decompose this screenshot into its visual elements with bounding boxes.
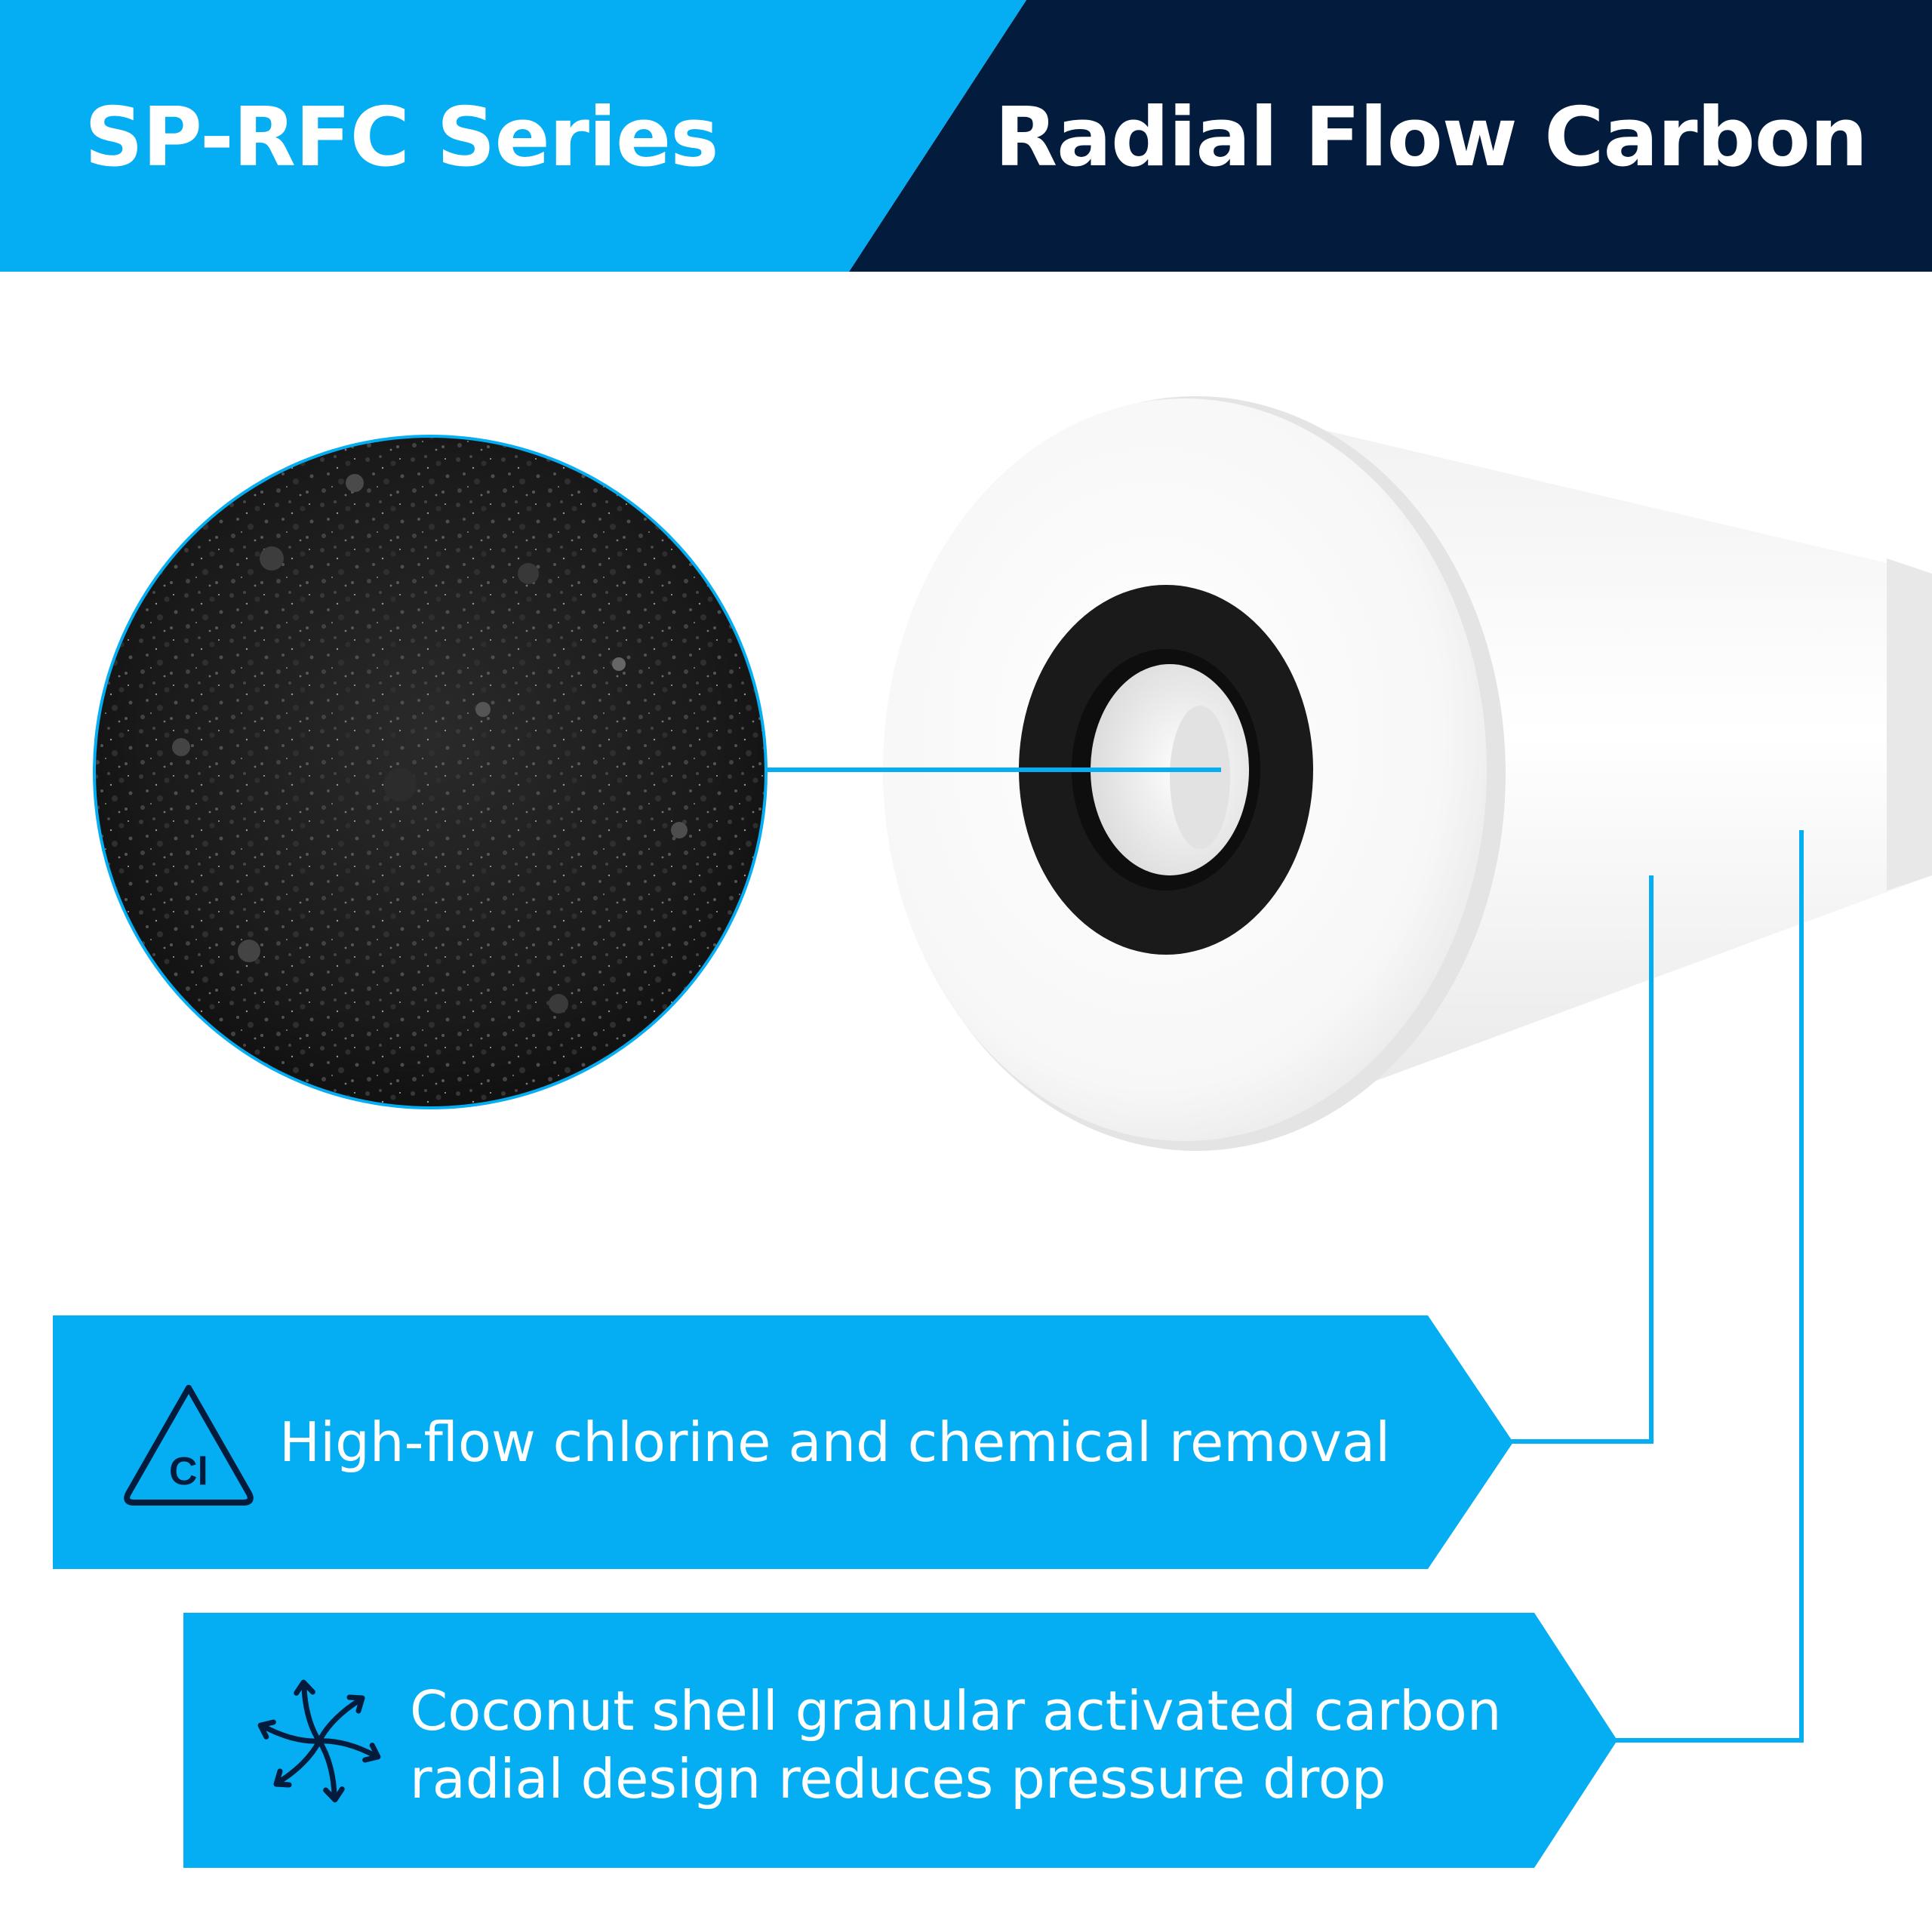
product-title: Radial Flow Carbon <box>994 91 1868 185</box>
feature-banner-coconut-carbon: Coconut shell granular activated carbon … <box>183 1613 1617 1868</box>
chlorine-symbol: Cl <box>169 1450 208 1494</box>
feature-text-coconut-carbon: Coconut shell granular activated carbon … <box>410 1677 1501 1813</box>
product-illustration <box>93 396 1932 1151</box>
activated-carbon-closeup <box>93 435 768 1109</box>
feature-text-line-2: radial design reduces pressure drop <box>410 1747 1386 1810</box>
feature-banner-chlorine: Cl High-flow chlorine and chemical remov… <box>53 1315 1513 1569</box>
radial-flow-cartridge <box>883 396 1932 1151</box>
radial-flow-arrows-icon <box>244 1669 395 1813</box>
chlorine-triangle-icon: Cl <box>113 1380 264 1509</box>
feature-text-line-1: Coconut shell granular activated carbon <box>410 1679 1502 1743</box>
header-navy-panel <box>849 0 1932 272</box>
feature-text-chlorine: High-flow chlorine and chemical removal <box>279 1411 1391 1474</box>
header-blue-panel <box>0 0 1026 272</box>
series-title: SP-RFC Series <box>85 91 719 185</box>
